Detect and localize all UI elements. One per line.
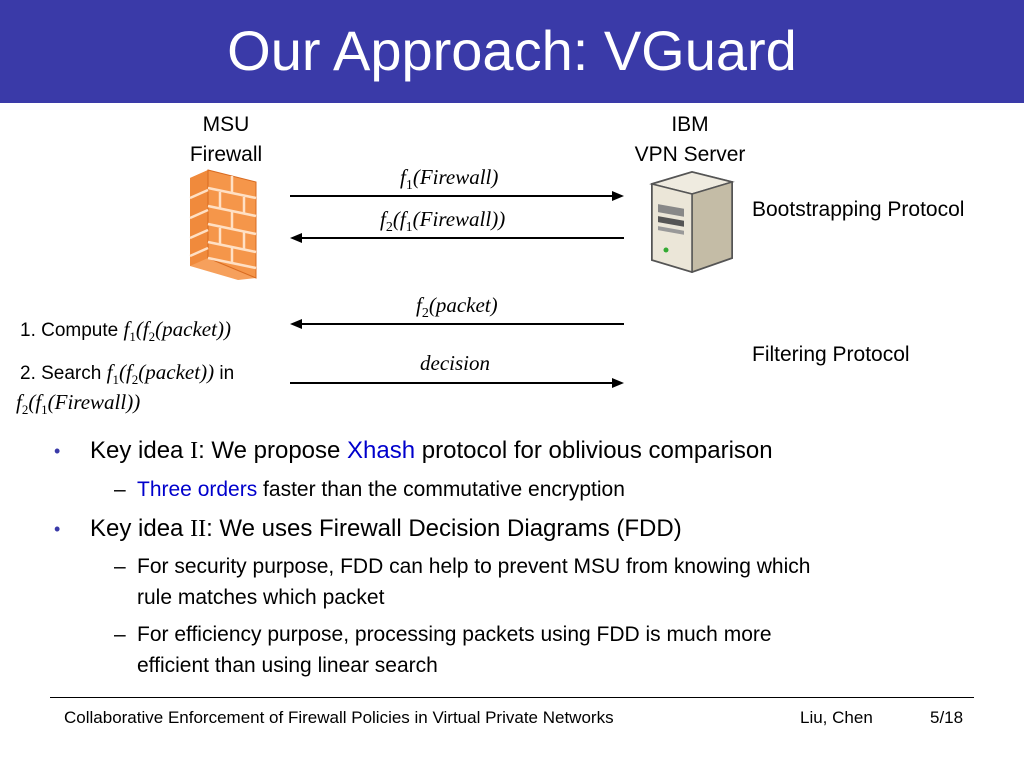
- ibm-label-line2: VPN Server: [634, 143, 746, 166]
- footer-title: Collaborative Enforcement of Firewall Po…: [64, 708, 614, 727]
- dash-marker-1: –: [114, 478, 126, 501]
- arrow-decision-label: decision: [420, 351, 490, 375]
- sub-bullet-efficiency: For efficiency purpose, processing packe…: [137, 623, 772, 677]
- msu-firewall-label: MSU Firewall: [166, 110, 286, 170]
- arrow-left-f2f1: [290, 233, 624, 243]
- arrow-f1-firewall-label: f1(Firewall): [400, 165, 499, 194]
- footer-page-number: 5/18: [930, 708, 964, 727]
- title-bar: [0, 0, 1024, 103]
- dash-marker-3: –: [114, 623, 126, 646]
- bullet-marker-1: •: [54, 441, 61, 461]
- step-2-search-target: f2(f1(Firewall)): [16, 390, 141, 418]
- bullet-key-idea-1: Key idea I: We propose Xhash protocol fo…: [90, 437, 773, 464]
- msu-label-line1: MSU: [202, 113, 250, 136]
- slide-title: Our Approach: VGuard: [227, 19, 797, 82]
- firewall-brick-wall-icon: [189, 169, 257, 280]
- sub-bullet-three-orders: Three orders faster than the commutative…: [137, 478, 625, 501]
- msu-label-line2: Firewall: [189, 143, 263, 166]
- arrow-f2f1-firewall-label: f2(f1(Firewall)): [380, 207, 506, 236]
- ibm-vpn-label: IBM VPN Server: [610, 110, 770, 170]
- step-2-search: 2. Search f1(f2(packet)) in: [20, 360, 235, 388]
- arrow-right-decision: [290, 378, 624, 388]
- footer-authors: Liu, Chen: [800, 708, 873, 727]
- arrow-f2-packet-label: f2(packet): [416, 293, 498, 322]
- dash-marker-2: –: [114, 555, 126, 578]
- server-tower-icon: [649, 170, 735, 274]
- arrow-left-packet: [290, 319, 624, 329]
- bullet-key-idea-2: Key idea II: We uses Firewall Decision D…: [90, 515, 682, 542]
- ibm-label-line1: IBM: [671, 113, 709, 136]
- arrow-right-f1: [290, 191, 624, 201]
- bootstrapping-protocol-label: Bootstrapping Protocol: [752, 198, 965, 221]
- footer-divider: [50, 697, 974, 698]
- filtering-protocol-label: Filtering Protocol: [752, 343, 910, 366]
- step-1-compute: 1. Compute f1(f2(packet)): [20, 317, 231, 345]
- sub-bullet-security: For security purpose, FDD can help to pr…: [137, 555, 811, 609]
- bullet-marker-2: •: [54, 519, 61, 539]
